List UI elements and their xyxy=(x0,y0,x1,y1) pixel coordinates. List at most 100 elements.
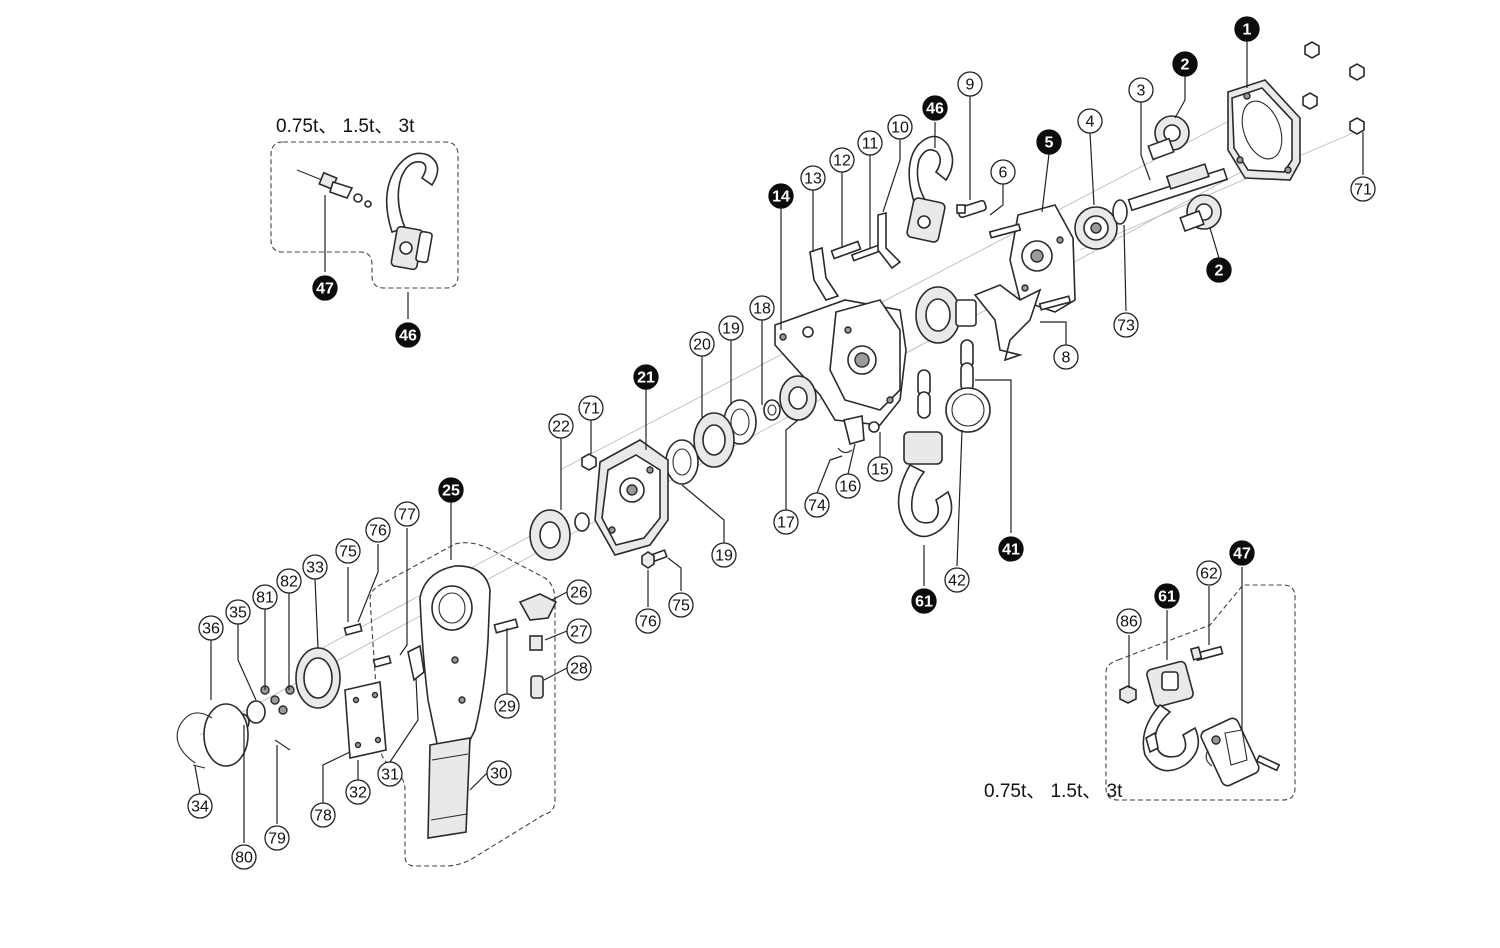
callout-label: 76 xyxy=(639,614,657,631)
callout-35: 35 xyxy=(225,599,251,625)
callout-15: 15 xyxy=(867,456,893,482)
callout-circle xyxy=(1053,344,1079,370)
callout-19: 19 xyxy=(718,315,744,341)
callout-circle xyxy=(335,538,361,564)
callout-76: 76 xyxy=(635,608,661,634)
latch-kit-47-inset xyxy=(1200,717,1281,787)
snap-ring-73 xyxy=(1112,199,1128,225)
callout-25: 25 xyxy=(438,477,464,503)
reduction-gear-2-lower xyxy=(1179,194,1222,233)
variant-caption-bottom-right: 0.75t、 1.5t、 3t xyxy=(984,781,1123,802)
callout-33: 33 xyxy=(302,554,328,580)
callout-circle xyxy=(264,825,290,851)
callout-circle xyxy=(829,147,855,173)
callout-label: 26 xyxy=(570,585,588,602)
callout-label: 81 xyxy=(256,590,274,607)
callout-47: 47 xyxy=(1229,540,1255,566)
callout-61: 61 xyxy=(911,588,937,614)
callout-label: 2 xyxy=(1181,57,1190,74)
callout-8: 8 xyxy=(1053,344,1079,370)
callout-label: 41 xyxy=(1002,542,1020,559)
callout-circle xyxy=(857,130,883,156)
callout-circle xyxy=(773,509,799,535)
callout-circle xyxy=(804,492,830,518)
callout-label: 29 xyxy=(498,699,516,716)
callout-label: 16 xyxy=(839,479,857,496)
handle-assembly-25 xyxy=(369,542,556,867)
callout-label: 71 xyxy=(1354,182,1372,199)
callout-circle xyxy=(635,608,661,634)
callout-5: 5 xyxy=(1036,129,1062,155)
callout-9: 9 xyxy=(957,71,983,97)
callout-circle xyxy=(911,588,937,614)
callout-label: 46 xyxy=(399,328,417,345)
callout-circle xyxy=(633,364,659,390)
pin-79 xyxy=(274,739,291,751)
callout-circle xyxy=(310,802,336,828)
callout-label: 75 xyxy=(672,598,690,615)
callout-circle xyxy=(494,693,520,719)
pawl-16 xyxy=(843,415,865,445)
bolt-75-76-right xyxy=(641,549,668,569)
callout-label: 34 xyxy=(191,799,209,816)
callout-11: 11 xyxy=(857,130,883,156)
callout-75: 75 xyxy=(668,592,694,618)
callout-62: 62 xyxy=(1196,560,1222,586)
callout-41: 41 xyxy=(998,536,1024,562)
callout-label: 36 xyxy=(202,621,220,638)
callout-circle xyxy=(365,517,391,543)
callout-label: 2 xyxy=(1215,263,1224,280)
cover-nuts xyxy=(1302,41,1365,135)
callout-label: 10 xyxy=(891,120,909,137)
nut-86 xyxy=(1119,685,1137,704)
callout-label: 18 xyxy=(753,301,771,318)
callout-label: 32 xyxy=(349,785,367,802)
callout-3: 3 xyxy=(1128,77,1154,103)
callout-circle xyxy=(749,295,775,321)
callout-13: 13 xyxy=(800,165,826,191)
callout-circle xyxy=(1172,51,1198,77)
callout-circle xyxy=(566,618,592,644)
callout-label: 15 xyxy=(871,462,889,479)
callout-circle xyxy=(486,760,512,786)
selector-gear-22 xyxy=(529,509,590,561)
callout-label: 35 xyxy=(229,605,247,622)
reduction-gear-2-upper xyxy=(1147,115,1190,161)
pawl-31 xyxy=(407,644,425,682)
callout-circle xyxy=(957,71,983,97)
callout-circle xyxy=(548,413,574,439)
callout-label: 28 xyxy=(570,661,588,678)
small-screws-81-82 xyxy=(260,685,295,715)
callout-circle xyxy=(198,615,224,641)
pin-29 xyxy=(493,618,519,634)
callout-31: 31 xyxy=(377,761,403,787)
callout-22: 22 xyxy=(548,413,574,439)
callout-circle xyxy=(566,655,592,681)
callout-label: 79 xyxy=(268,831,286,848)
callout-circle xyxy=(395,322,421,348)
callout-78: 78 xyxy=(310,802,336,828)
callout-12: 12 xyxy=(829,147,855,173)
bolt-62 xyxy=(1189,645,1224,662)
upper-hook-46 xyxy=(906,135,954,243)
callout-circle xyxy=(377,761,403,787)
pin-12 xyxy=(830,240,862,260)
callout-circle xyxy=(689,331,715,357)
callout-label: 31 xyxy=(381,767,399,784)
callout-circle xyxy=(187,793,213,819)
friction-disc-19-lower xyxy=(665,439,699,485)
callout-label: 75 xyxy=(339,544,357,561)
callout-label: 14 xyxy=(772,189,790,206)
callout-label: 20 xyxy=(693,337,711,354)
callout-label: 4 xyxy=(1086,114,1095,131)
callout-21: 21 xyxy=(633,364,659,390)
callout-circle xyxy=(711,542,737,568)
callout-32: 32 xyxy=(345,779,371,805)
callout-label: 62 xyxy=(1200,566,1218,583)
callout-circle xyxy=(578,395,604,421)
callout-20: 20 xyxy=(689,331,715,357)
selector-lever-parts-26-29 xyxy=(493,593,558,699)
callout-label: 19 xyxy=(715,548,733,565)
callout-82: 82 xyxy=(276,568,302,594)
